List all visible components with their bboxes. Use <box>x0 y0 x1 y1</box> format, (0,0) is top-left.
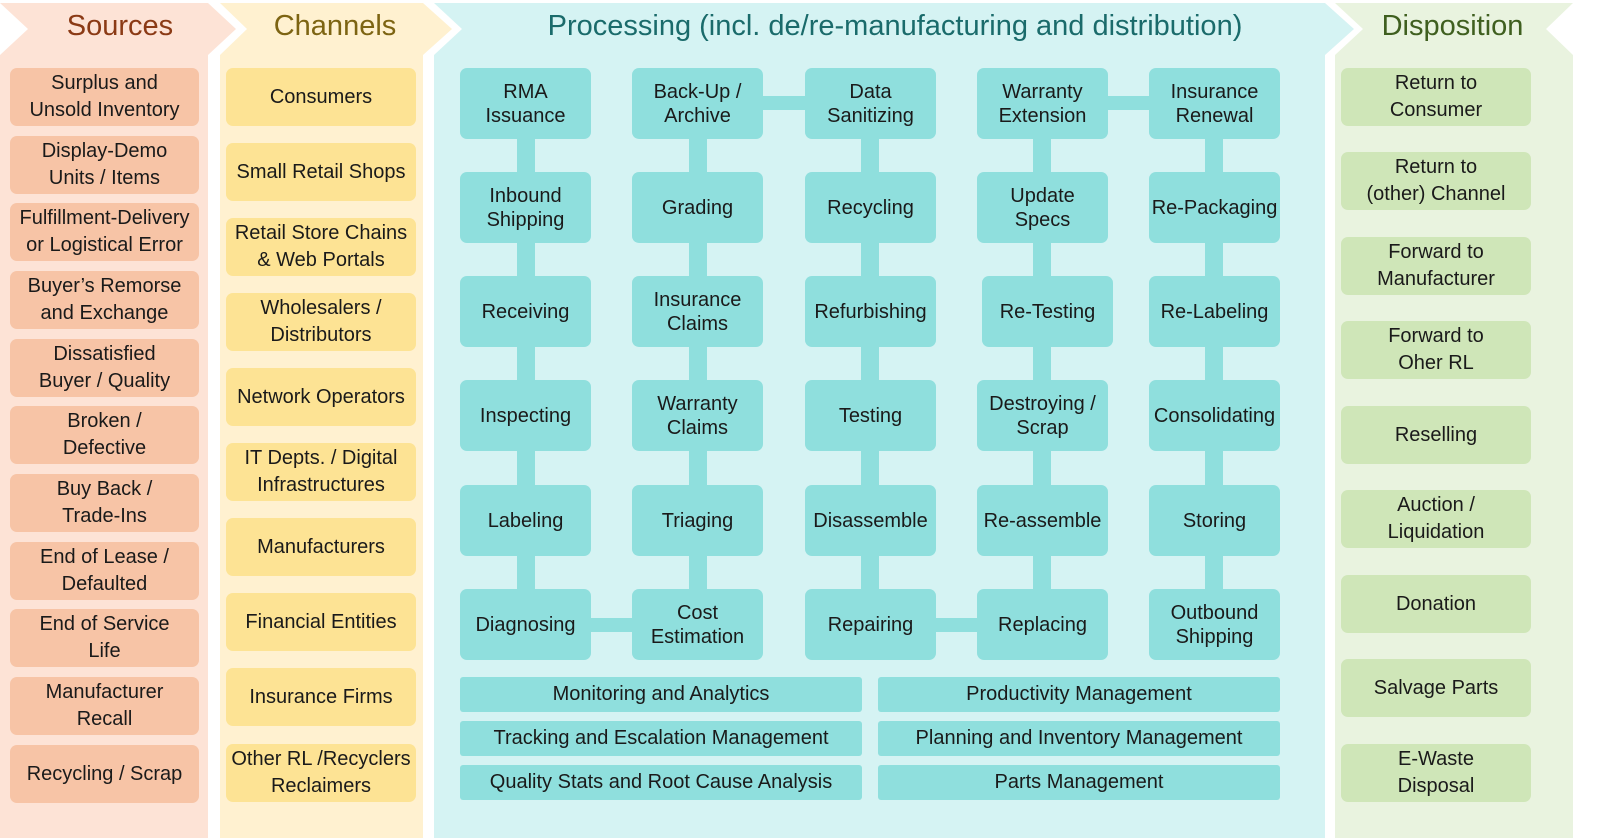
process-step: Re-Labeling <box>1149 276 1280 347</box>
horizontal-connector <box>1105 96 1153 110</box>
process-step: Repairing <box>805 589 936 660</box>
channel-item: Other RL /Recyclers Reclaimers <box>226 744 416 802</box>
source-item: Buy Back / Trade-Ins <box>10 474 199 532</box>
process-step: Inbound Shipping <box>460 172 591 243</box>
process-step: Re-Packaging <box>1149 172 1280 243</box>
process-step: Disassemble <box>805 485 936 556</box>
source-item: Surplus and Unsold Inventory <box>10 68 199 126</box>
source-item: End of Lease / Defaulted <box>10 542 199 600</box>
process-step: Consolidating <box>1149 380 1280 451</box>
process-step: Warranty Extension <box>977 68 1108 139</box>
process-step: Diagnosing <box>460 589 591 660</box>
process-step: Re-assemble <box>977 485 1108 556</box>
process-step: Insurance Renewal <box>1149 68 1280 139</box>
channel-item: Consumers <box>226 68 416 126</box>
source-item: Fulfillment-Delivery or Logistical Error <box>10 203 199 261</box>
disposition-item: Donation <box>1341 575 1531 633</box>
disposition-item: Salvage Parts <box>1341 659 1531 717</box>
channel-item: IT Depts. / Digital Infrastructures <box>226 443 416 501</box>
horizontal-connector <box>760 96 808 110</box>
vertical-connector <box>1205 130 1223 600</box>
process-step: Outbound Shipping <box>1149 589 1280 660</box>
processing-title: Processing (incl. de/re-manufacturing an… <box>547 10 1243 42</box>
disposition-item: Forward to Manufacturer <box>1341 237 1531 295</box>
source-item: Manufacturer Recall <box>10 677 199 735</box>
process-step: Re-Testing <box>982 276 1113 347</box>
process-step: Cost Estimation <box>632 589 763 660</box>
horizontal-connector <box>588 618 636 632</box>
process-step: Triaging <box>632 485 763 556</box>
channels-title: Channels <box>273 10 397 42</box>
vertical-connector <box>861 130 879 600</box>
channel-item: Manufacturers <box>226 518 416 576</box>
source-item: Dissatisfied Buyer / Quality <box>10 339 199 397</box>
process-step: Data Sanitizing <box>805 68 936 139</box>
process-step: Destroying / Scrap <box>977 380 1108 451</box>
disposition-item: Return to (other) Channel <box>1341 152 1531 210</box>
process-step: Warranty Claims <box>632 380 763 451</box>
support-bar: Monitoring and Analytics <box>460 677 862 712</box>
support-bar: Tracking and Escalation Management <box>460 721 862 756</box>
source-item: Buyer’s Remorse and Exchange <box>10 271 199 329</box>
support-bar: Productivity Management <box>878 677 1280 712</box>
sources-title: Sources <box>66 10 174 42</box>
disposition-item: Forward to Oher RL <box>1341 321 1531 379</box>
vertical-connector <box>689 130 707 600</box>
channel-item: Insurance Firms <box>226 668 416 726</box>
process-step: RMA Issuance <box>460 68 591 139</box>
vertical-connector <box>1033 130 1051 600</box>
vertical-connector <box>517 130 535 600</box>
disposition-item: Auction / Liquidation <box>1341 490 1531 548</box>
process-step: Receiving <box>460 276 591 347</box>
channel-item: Retail Store Chains & Web Portals <box>226 218 416 276</box>
disposition-title: Disposition <box>1381 10 1524 42</box>
source-item: End of Service Life <box>10 609 199 667</box>
disposition-item: Return to Consumer <box>1341 68 1531 126</box>
process-step: Testing <box>805 380 936 451</box>
disposition-item: Reselling <box>1341 406 1531 464</box>
source-item: Broken / Defective <box>10 406 199 464</box>
process-step: Insurance Claims <box>632 276 763 347</box>
channel-item: Wholesalers / Distributors <box>226 293 416 351</box>
horizontal-connector <box>932 618 980 632</box>
process-step: Recycling <box>805 172 936 243</box>
source-item: Display-Demo Units / Items <box>10 136 199 194</box>
process-step: Back-Up / Archive <box>632 68 763 139</box>
channel-item: Network Operators <box>226 368 416 426</box>
channel-item: Small Retail Shops <box>226 143 416 201</box>
process-step: Inspecting <box>460 380 591 451</box>
process-step: Replacing <box>977 589 1108 660</box>
disposition-item: E-Waste Disposal <box>1341 744 1531 802</box>
channel-item: Financial Entities <box>226 593 416 651</box>
process-step: Refurbishing <box>805 276 936 347</box>
support-bar: Planning and Inventory Management <box>878 721 1280 756</box>
support-bar: Parts Management <box>878 765 1280 800</box>
process-step: Grading <box>632 172 763 243</box>
process-step: Labeling <box>460 485 591 556</box>
source-item: Recycling / Scrap <box>10 745 199 803</box>
process-step: Update Specs <box>977 172 1108 243</box>
support-bar: Quality Stats and Root Cause Analysis <box>460 765 862 800</box>
process-step: Storing <box>1149 485 1280 556</box>
